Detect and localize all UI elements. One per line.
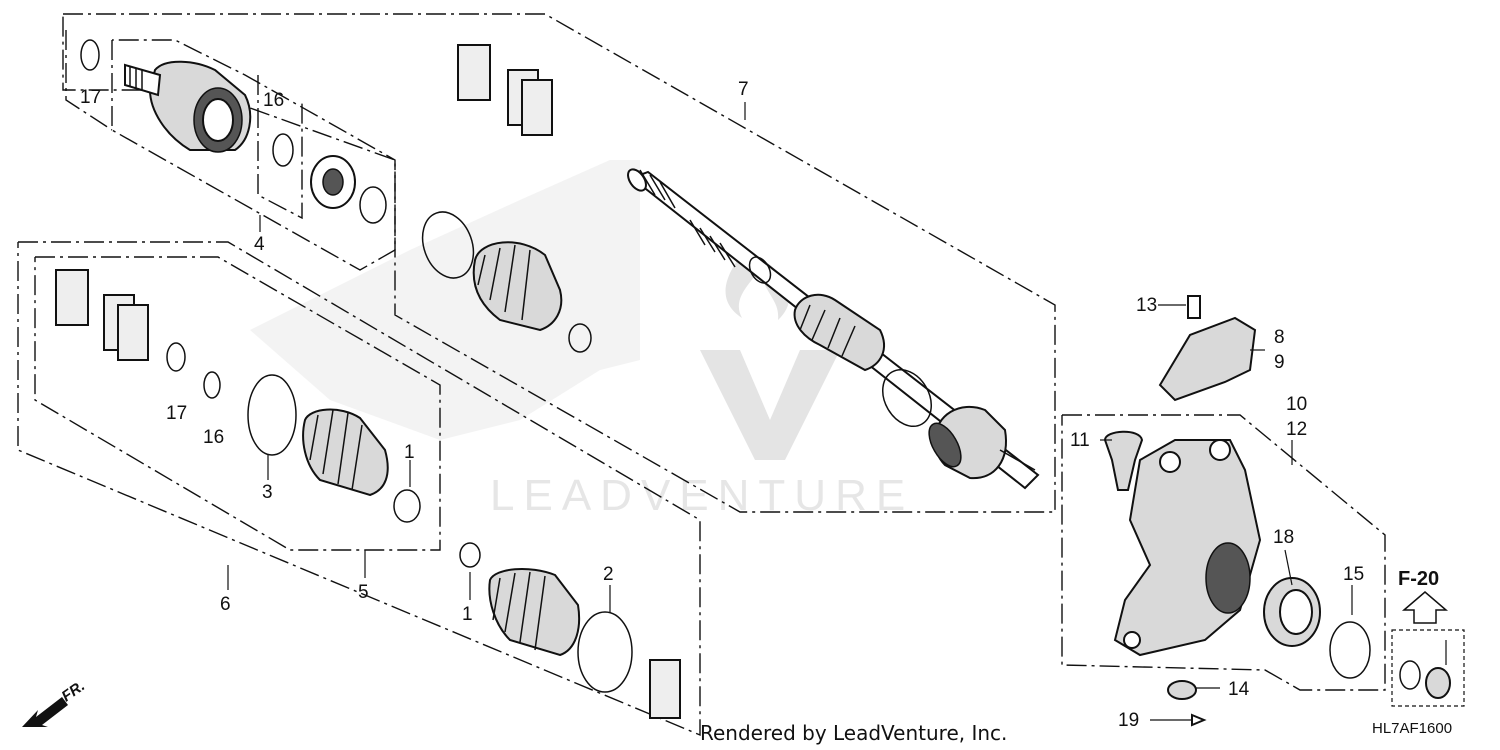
callout-16-top: 16 xyxy=(263,90,284,111)
clamp-on-axle xyxy=(748,256,932,427)
callout-8: 8 xyxy=(1274,327,1285,348)
boot-top xyxy=(472,241,563,332)
knuckle-guard xyxy=(1158,316,1257,402)
callout-17-top: 17 xyxy=(80,87,101,108)
watermark-text: LEADVENTURE xyxy=(490,471,914,520)
inner-cv-housing xyxy=(124,60,252,153)
clamp-3 xyxy=(247,374,297,456)
frame-16-top xyxy=(257,75,303,220)
grease-packet xyxy=(103,294,149,361)
snap-ring-17-mid xyxy=(166,342,186,372)
clamp-1-mid xyxy=(393,489,421,523)
clamp-1-low xyxy=(459,542,481,568)
callout-9: 9 xyxy=(1274,352,1285,373)
callout-19: 19 xyxy=(1118,710,1139,731)
knuckle xyxy=(1113,439,1262,657)
frame-f20-box xyxy=(1391,629,1465,707)
wheel-bearing xyxy=(1263,577,1321,647)
frame-set-4 xyxy=(111,39,396,271)
callout-6: 6 xyxy=(220,594,231,615)
callout-10: 10 xyxy=(1286,394,1307,415)
frame-kit-6 xyxy=(17,241,701,737)
clamp-2 xyxy=(577,611,633,693)
washer-f20 xyxy=(1399,640,1451,699)
grease-packet xyxy=(55,269,89,326)
callout-2: 2 xyxy=(603,564,614,585)
cotter-pin-19 xyxy=(1150,713,1207,727)
front-direction-arrow: FR. xyxy=(22,677,88,727)
boot-mid xyxy=(302,408,389,497)
cv-cage xyxy=(310,155,356,209)
callout-12: 12 xyxy=(1286,419,1307,440)
outer-cv-joint xyxy=(928,405,1036,480)
callout-14: 14 xyxy=(1228,679,1250,700)
callout-13: 13 xyxy=(1136,295,1157,316)
nut-14 xyxy=(1167,680,1197,700)
callout-4: 4 xyxy=(254,234,265,255)
callout-18: 18 xyxy=(1273,527,1294,548)
grease-shading xyxy=(250,160,640,440)
callout-1-lower: 1 xyxy=(462,604,473,625)
callout-3: 3 xyxy=(262,482,273,503)
callout-16-mid: 16 xyxy=(203,427,224,448)
snap-ring-15 xyxy=(1329,621,1371,679)
ball-joint xyxy=(1103,430,1144,491)
callout-1-upper: 1 xyxy=(404,442,415,463)
clamp-top-small xyxy=(568,323,592,353)
guard-bolt xyxy=(1187,295,1201,319)
frame-kit-5 xyxy=(34,256,441,551)
leader-lines xyxy=(227,102,1353,689)
callout-15: 15 xyxy=(1343,564,1364,585)
f20-label: F-20 xyxy=(1398,568,1439,590)
rendered-by-credit: Rendered by LeadVenture, Inc. xyxy=(700,721,1007,745)
frame-17-top xyxy=(65,30,113,131)
boot-low xyxy=(488,568,580,657)
frame-outer-axle-7 xyxy=(62,13,1056,513)
snap-ring-17-top xyxy=(80,39,100,71)
snap-ring-16-top xyxy=(272,133,294,167)
inner-boot-on-axle xyxy=(793,293,885,372)
diagram-code: HL7AF1600 xyxy=(1372,720,1452,737)
callout-11: 11 xyxy=(1070,430,1090,451)
callout-labels: 1 1 2 3 4 5 6 7 8 9 10 11 12 13 14 15 16… xyxy=(80,79,1364,731)
snap-ring-16-mid xyxy=(203,371,221,399)
frame-knuckle xyxy=(1061,414,1386,691)
snap-ring-top-right xyxy=(359,186,387,224)
callout-5: 5 xyxy=(358,582,369,603)
f20-reference: F-20 xyxy=(1398,568,1449,624)
grease-packet xyxy=(507,69,553,136)
grease-packet xyxy=(649,659,681,719)
grease-packet xyxy=(457,44,491,101)
clamp-top-large xyxy=(421,211,475,279)
callout-17-mid: 17 xyxy=(166,403,187,424)
callout-7: 7 xyxy=(738,79,749,100)
